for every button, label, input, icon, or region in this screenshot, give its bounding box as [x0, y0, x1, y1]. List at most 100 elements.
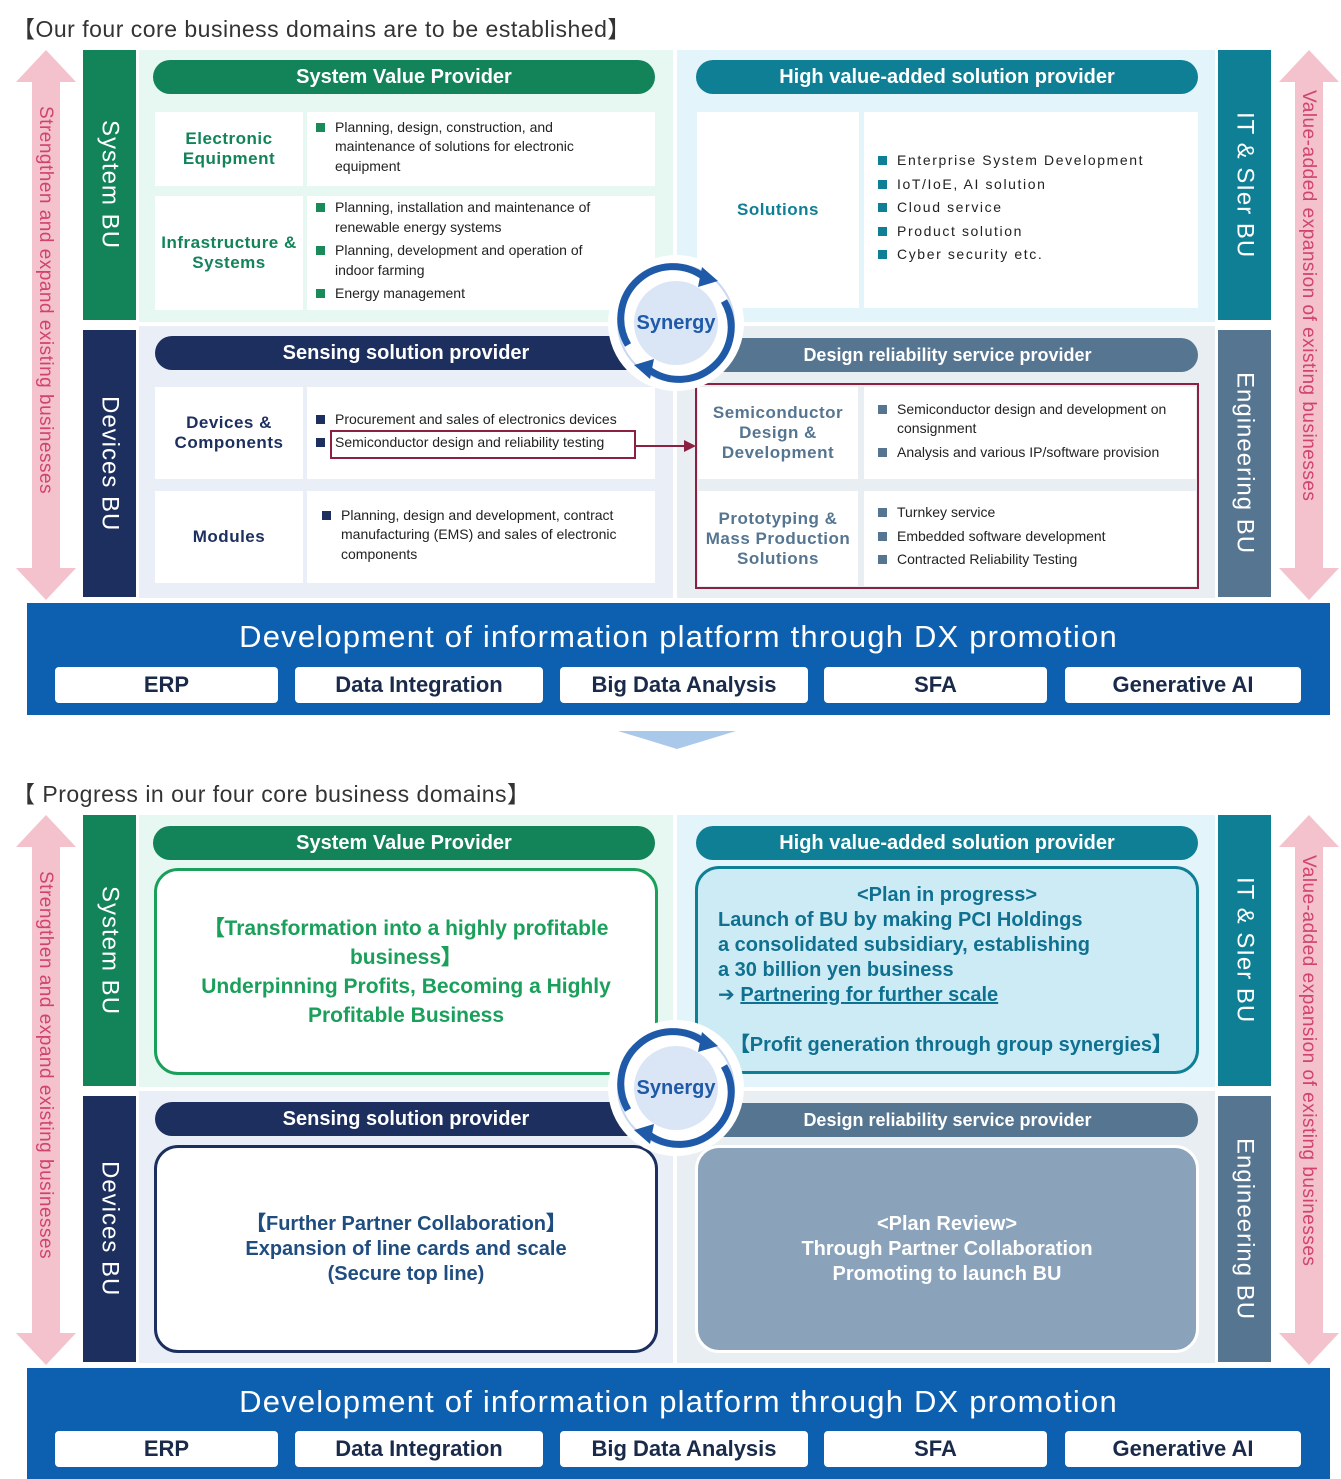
infrastructure-label: Infrastructure & Systems [155, 196, 303, 310]
system-bu-label: System BU [96, 885, 124, 1016]
highlight-connector-arrow [636, 440, 696, 452]
generative-ai-button[interactable]: Generative AI [1065, 667, 1301, 703]
synergy-label: Synergy [636, 311, 716, 334]
right-arrow-text: Value-added expansion of existing busine… [1298, 855, 1319, 1267]
list-item: Turnkey service [877, 503, 1106, 523]
down-arrow [618, 731, 736, 749]
q3-line: 【Further Partner Collaboration】 [245, 1212, 567, 1235]
list-item: Contracted Reliability Testing [877, 550, 1106, 570]
q4-line: Through Partner Collaboration [801, 1237, 1093, 1260]
it-bu-label: IT & SIer BU [1231, 877, 1259, 1024]
infrastructure-cell: Planning, installation and maintenance o… [307, 196, 655, 310]
erp-button[interactable]: ERP [55, 1431, 278, 1467]
list-item: Enterprise System Development [877, 151, 1144, 171]
q2-arrow-line: ➔ Partnering for further scale [698, 983, 1196, 1008]
q1-header: System Value Provider [153, 60, 655, 94]
left-arrow-text: Strengthen and expand existing businesse… [35, 106, 56, 495]
modules-cell: Planning, design and development, contra… [307, 491, 655, 583]
electronic-equipment-cell: Planning, design, construction, and main… [307, 112, 655, 186]
it-bu-label: IT & SIer BU [1231, 111, 1259, 259]
q1-line: business】 [349, 945, 463, 969]
right-arrow-icon: ➔ [718, 984, 735, 1006]
q3-header: Sensing solution provider [155, 1102, 657, 1136]
generative-ai-button[interactable]: Generative AI [1065, 1431, 1301, 1467]
engineering-bu-label: Engineering BU [1231, 372, 1259, 555]
engineering-bu-label: Engineering BU [1231, 1137, 1259, 1321]
list-item: Procurement and sales of electronics dev… [315, 410, 617, 430]
list-item: Semiconductor design and development on … [877, 400, 1177, 439]
q4-header: Design reliability service provider [697, 1103, 1198, 1137]
left-double-arrow: Strengthen and expand existing businesse… [16, 815, 76, 1365]
right-double-arrow: Value-added expansion of existing busine… [1279, 815, 1339, 1365]
q1-line: Profitable Business [307, 1003, 505, 1027]
q4-header: Design reliability service provider [697, 338, 1198, 372]
semiconductor-label: Semiconductor Design & Development [698, 387, 858, 479]
q1-header: System Value Provider [153, 826, 655, 860]
left-arrow-text: Strengthen and expand existing businesse… [35, 871, 56, 1260]
list-item: Embedded software development [877, 527, 1106, 547]
list-item: Planning, design, construction, and main… [315, 118, 575, 177]
solutions-cell: Enterprise System Development IoT/IoE, A… [864, 112, 1198, 308]
big-data-analysis-button[interactable]: Big Data Analysis [560, 1431, 808, 1467]
system-bu-bar: System BU [83, 815, 136, 1086]
list-item: Cloud service [877, 198, 1144, 218]
electronic-equipment-label: Electronic Equipment [155, 112, 303, 186]
sfa-button[interactable]: SFA [824, 667, 1047, 703]
system-bu-label: System BU [96, 120, 124, 250]
q2-header: High value-added solution provider [696, 60, 1198, 94]
list-item: Analysis and various IP/software provisi… [877, 443, 1177, 463]
erp-button[interactable]: ERP [55, 667, 278, 703]
semiconductor-cell: Semiconductor design and development on … [864, 387, 1196, 479]
list-item: Product solution [877, 222, 1144, 242]
q3-header: Sensing solution provider [155, 336, 657, 370]
data-integration-button[interactable]: Data Integration [295, 1431, 543, 1467]
right-arrow-text: Value-added expansion of existing busine… [1298, 90, 1319, 502]
sfa-button[interactable]: SFA [824, 1431, 1047, 1467]
q2-partnering-link: Partnering for further scale [740, 984, 999, 1006]
synergy-badge: Synergy [606, 253, 746, 393]
q3-progress-box: 【Further Partner Collaboration】 Expansio… [154, 1145, 658, 1353]
highlight-frame [695, 383, 1199, 589]
data-integration-button[interactable]: Data Integration [295, 667, 543, 703]
top-section-title: 【Our four core business domains are to b… [12, 16, 631, 42]
q3-line: Expansion of line cards and scale [245, 1237, 567, 1260]
big-data-analysis-button[interactable]: Big Data Analysis [560, 667, 808, 703]
right-double-arrow: Value-added expansion of existing busine… [1279, 50, 1339, 600]
list-item: Planning, development and operation of i… [315, 241, 615, 280]
dx-platform-top: Development of information platform thro… [27, 603, 1330, 715]
synergy-badge: Synergy [606, 1018, 746, 1158]
q2-footer: 【Profit generation through group synergi… [729, 1034, 1172, 1056]
devices-components-cell: Procurement and sales of electronics dev… [307, 387, 655, 479]
dx-title: Development of information platform thro… [239, 619, 1118, 654]
synergy-label: Synergy [636, 1076, 716, 1099]
q1-line: 【Transformation into a highly profitable [203, 916, 609, 940]
it-bu-bar: IT & SIer BU [1218, 50, 1271, 320]
q2-line: a 30 billion yen business [718, 959, 954, 981]
q4-line: <Plan Review> [876, 1212, 1018, 1235]
q2-line: Launch of BU by making PCI Holdings [718, 909, 1083, 931]
list-item: Energy management [315, 284, 615, 304]
list-item: Cyber security etc. [877, 245, 1144, 265]
q2-line: a consolidated subsidiary, establishing [718, 934, 1090, 956]
prototyping-label: Prototyping & Mass Production Solutions [698, 491, 858, 586]
engineering-bu-bar: Engineering BU [1218, 1096, 1271, 1362]
list-item: Planning, installation and maintenance o… [315, 198, 615, 237]
devices-bu-bar: Devices BU [83, 1096, 136, 1362]
q3-line: (Secure top line) [327, 1262, 485, 1285]
it-bu-bar: IT & SIer BU [1218, 815, 1271, 1086]
dx-platform-bottom: Development of information platform thro… [27, 1368, 1330, 1479]
devices-bu-label: Devices BU [96, 395, 124, 532]
devices-bu-label: Devices BU [96, 1161, 124, 1297]
q4-progress-box: <Plan Review> Through Partner Collaborat… [695, 1145, 1199, 1353]
devices-components-label: Devices & Components [155, 387, 303, 479]
bottom-section-title: 【 Progress in our four core business dom… [12, 781, 531, 807]
q1-line: Underpinning Profits, Becoming a Highly [201, 974, 611, 998]
modules-label: Modules [155, 491, 303, 583]
highlight-box [330, 430, 636, 459]
system-bu-bar: System BU [83, 50, 136, 320]
dx-title: Development of information platform thro… [239, 1384, 1118, 1419]
q2-plan-label: <Plan in progress> [856, 884, 1038, 906]
left-double-arrow: Strengthen and expand existing businesse… [16, 50, 76, 600]
devices-bu-bar: Devices BU [83, 330, 136, 597]
q2-progress-box: <Plan in progress> Launch of BU by makin… [695, 866, 1199, 1074]
